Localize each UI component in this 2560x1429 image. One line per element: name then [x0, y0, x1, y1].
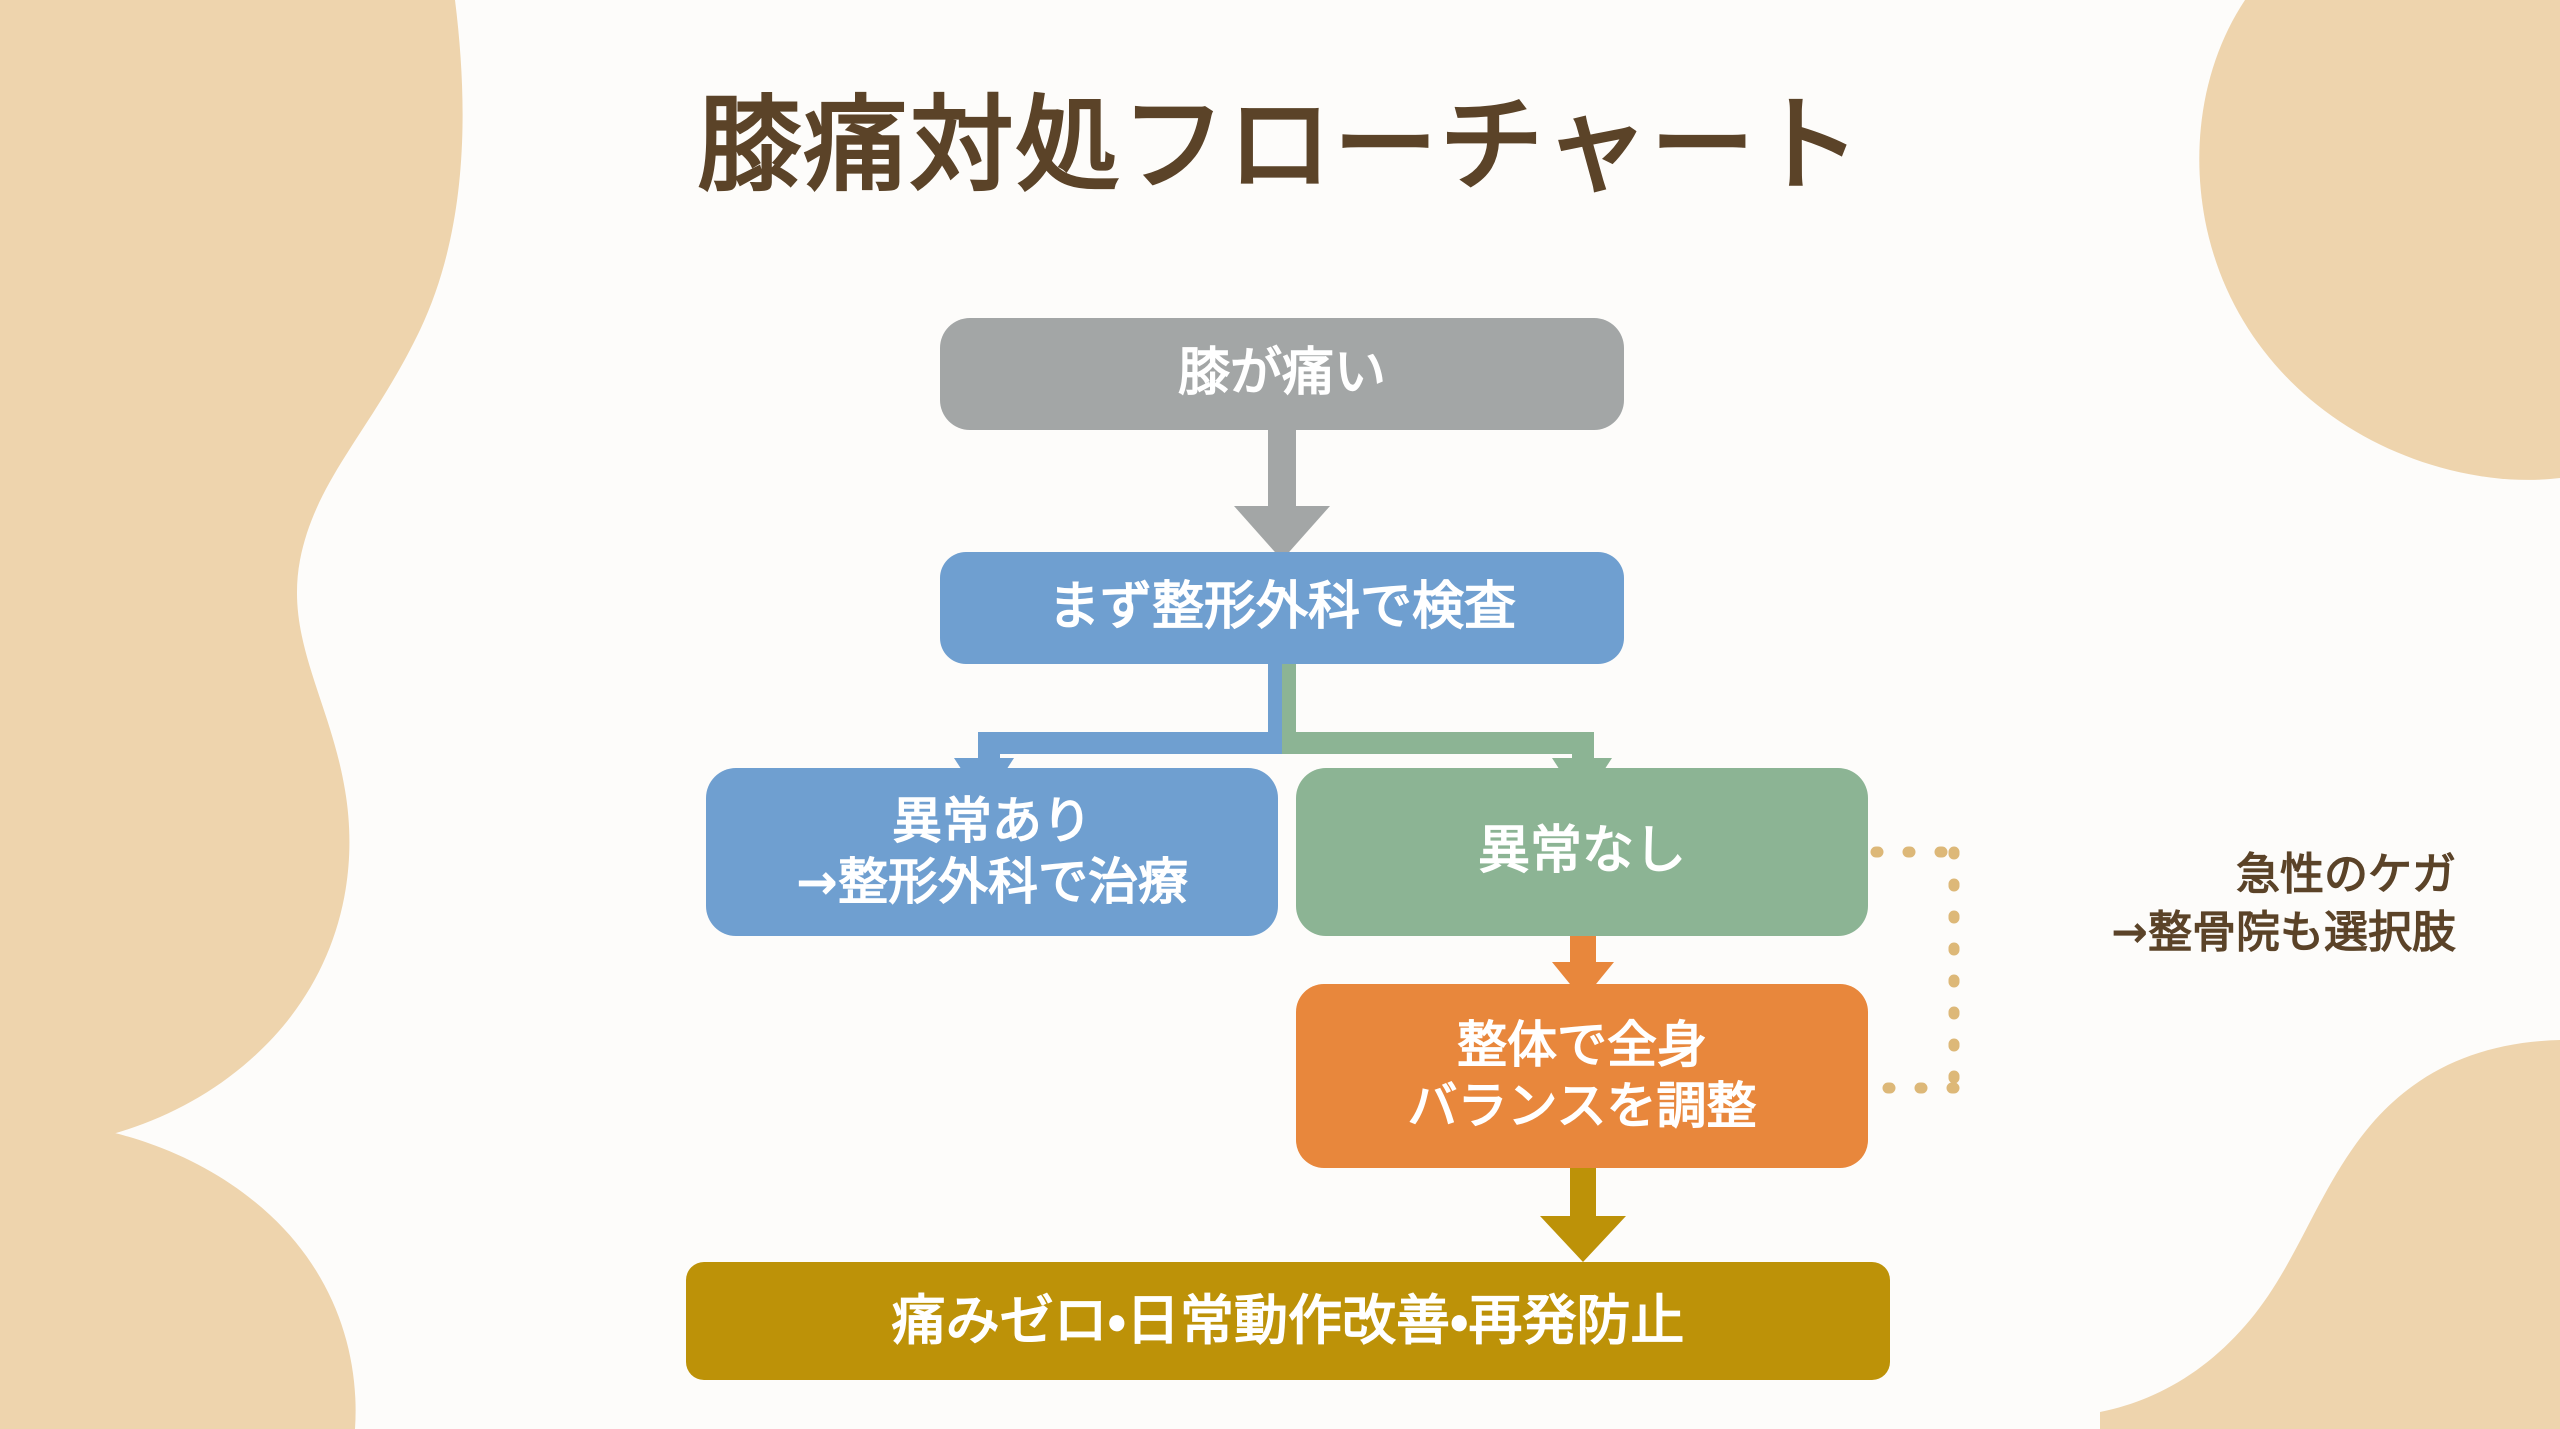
blob-bottom-left — [0, 1119, 356, 1429]
blob-top-right — [2199, 0, 2560, 480]
flow-node-normal[interactable]: 異常なし — [1296, 768, 1868, 936]
connector-exam-split-stem — [1268, 664, 1296, 732]
connector-seitai-to-result-arrow — [1540, 1168, 1626, 1262]
flow-node-abnormal[interactable]: 異常あり →整形外科で治療 — [706, 768, 1278, 936]
blob-bottom-right — [2100, 1040, 2560, 1429]
flow-node-seitai[interactable]: 整体で全身 バランスを調整 — [1296, 984, 1868, 1168]
annotation-acute-injury: 急性のケガ →整骨院も選択肢 — [2111, 849, 2456, 959]
page-title: 膝痛対処フローチャート — [697, 84, 1863, 206]
flow-node-ortho-exam[interactable]: まず整形外科で検査 — [940, 552, 1624, 664]
flow-node-result[interactable]: 痛みゼロ・日常動作改善・再発防止 — [686, 1262, 1890, 1380]
connector-start-to-exam-arrow — [1234, 430, 1330, 560]
connector-dotted-bracket — [1870, 846, 1960, 1094]
flow-node-start[interactable]: 膝が痛い — [940, 318, 1624, 430]
